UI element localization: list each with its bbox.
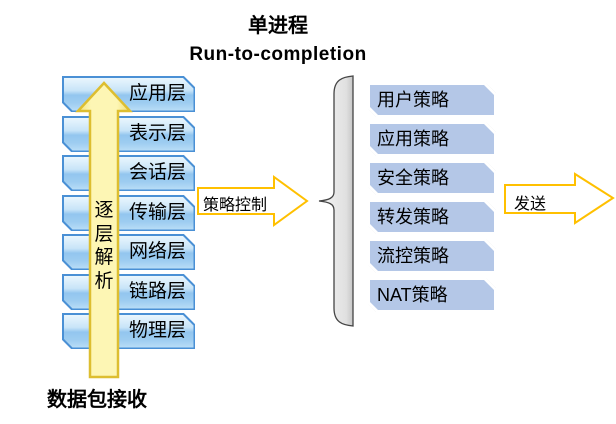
- box-fill: [64, 276, 194, 309]
- policy-box-application: 应用策略: [368, 122, 496, 156]
- box-fill: [370, 280, 494, 310]
- policy-label: 转发策略: [377, 207, 449, 227]
- box-fill: [64, 157, 194, 190]
- policy-control-arrow-icon: [197, 175, 309, 227]
- policy-label: 用户策略: [377, 90, 449, 110]
- policy-label: 安全策略: [377, 168, 449, 188]
- osi-layer-label: 链路层: [129, 281, 187, 302]
- box-fill: [370, 202, 494, 232]
- packet-receive-caption: 数据包接收: [47, 389, 147, 411]
- osi-layer-box-transport: 传输层: [62, 195, 195, 231]
- osi-layer-box-network: 网络层: [62, 234, 195, 270]
- box-fill: [64, 236, 194, 269]
- policy-control-arrow-label: 策略控制: [203, 197, 268, 214]
- osi-layer-label: 物理层: [129, 320, 187, 341]
- send-arrow-icon: [504, 172, 615, 225]
- osi-layer-label: 传输层: [129, 202, 187, 223]
- policy-box-forwarding: 转发策略: [368, 200, 496, 234]
- title-line-en: Run-to-completion: [189, 44, 367, 65]
- box-fill: [370, 163, 494, 193]
- box-fill: [64, 118, 194, 151]
- osi-layer-box-physical: 物理层: [62, 313, 195, 349]
- box-fill: [370, 85, 494, 115]
- osi-layer-box-link: 链路层: [62, 274, 195, 310]
- policy-box-nat: NAT策略: [368, 278, 496, 312]
- policy-box-user: 用户策略: [368, 83, 496, 117]
- policy-box-flow-control: 流控策略: [368, 239, 496, 273]
- up-arrow-icon: [75, 81, 133, 379]
- send-arrow-label: 发送: [513, 196, 546, 213]
- policy-box-security: 安全策略: [368, 161, 496, 195]
- box-fill: [370, 124, 494, 154]
- left-brace-icon: [318, 75, 354, 327]
- osi-layer-label: 应用层: [129, 83, 187, 104]
- policy-label: 应用策略: [377, 129, 449, 149]
- osi-layer-label: 网络层: [129, 241, 187, 262]
- osi-layer-box-session: 会话层: [62, 155, 195, 191]
- osi-layer-label: 会话层: [129, 162, 187, 183]
- up-arrow-vertical-label: 逐层解析: [94, 200, 114, 292]
- box-fill: [64, 315, 194, 348]
- policy-label: NAT策略: [377, 285, 448, 305]
- diagram-title: 单进程 Run-to-completion: [130, 12, 426, 69]
- title-line-cn: 单进程: [248, 15, 308, 37]
- osi-layer-label: 表示层: [129, 123, 187, 144]
- osi-layer-box-presentation: 表示层: [62, 116, 195, 152]
- policy-label: 流控策略: [377, 246, 449, 266]
- box-fill: [64, 197, 194, 230]
- box-fill: [370, 241, 494, 271]
